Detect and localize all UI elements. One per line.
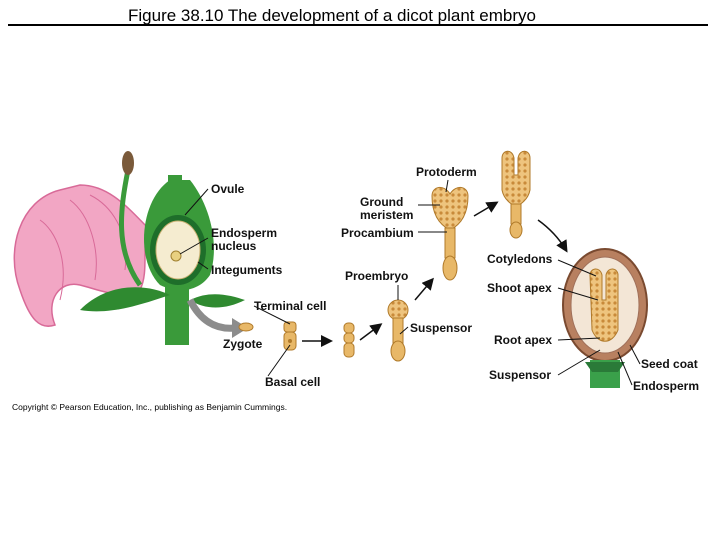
label-suspensor-2: Suspensor: [489, 368, 552, 382]
zygote-shape: [238, 322, 254, 332]
arrow-5: [537, 219, 568, 253]
label-ground-meristem-line1: Ground: [360, 195, 404, 209]
copyright-notice: Copyright © Pearson Education, Inc., pub…: [12, 402, 288, 412]
two-cell-embryo: [283, 321, 297, 351]
label-integuments: Integuments: [211, 263, 283, 277]
label-suspensor: Suspensor: [410, 321, 473, 335]
title-underline: [8, 24, 708, 26]
early-embryo: [343, 322, 355, 358]
stem-shape: [165, 285, 189, 345]
label-endosperm-nucleus-line2: nucleus: [211, 239, 257, 253]
arrow-4: [473, 201, 499, 217]
label-seed-coat: Seed coat: [641, 357, 698, 371]
heart-embryo-shape: [431, 187, 469, 281]
leader-lines: [179, 179, 641, 386]
style-shape: [119, 169, 143, 287]
stigma-shape: [122, 151, 134, 175]
label-protoderm: Protoderm: [416, 165, 477, 179]
label-endosperm-nucleus-line1: Endosperm: [211, 226, 278, 240]
arrow-3: [414, 277, 434, 301]
gray-arrow: [186, 298, 236, 332]
label-root-apex: Root apex: [494, 333, 553, 347]
leaf-shape: [80, 287, 170, 312]
torpedo-embryo-shape: [501, 150, 531, 239]
seed-shape: [562, 248, 648, 388]
label-ovule: Ovule: [211, 182, 245, 196]
label-cotyledons: Cotyledons: [487, 252, 553, 266]
label-zygote: Zygote: [223, 337, 263, 351]
label-shoot-apex: Shoot apex: [487, 281, 552, 295]
proembryo-shape: [387, 299, 409, 362]
page-title: Figure 38.10 The development of a dicot …: [128, 6, 536, 25]
label-proembryo: Proembryo: [345, 269, 409, 283]
label-terminal-cell: Terminal cell: [254, 299, 327, 313]
label-ground-meristem-line2: meristem: [360, 208, 414, 222]
arrow-2: [359, 323, 383, 341]
label-basal-cell: Basal cell: [265, 375, 321, 389]
label-endosperm: Endosperm: [633, 379, 700, 393]
flower-illustration: [13, 151, 245, 345]
label-procambium: Procambium: [341, 226, 414, 240]
